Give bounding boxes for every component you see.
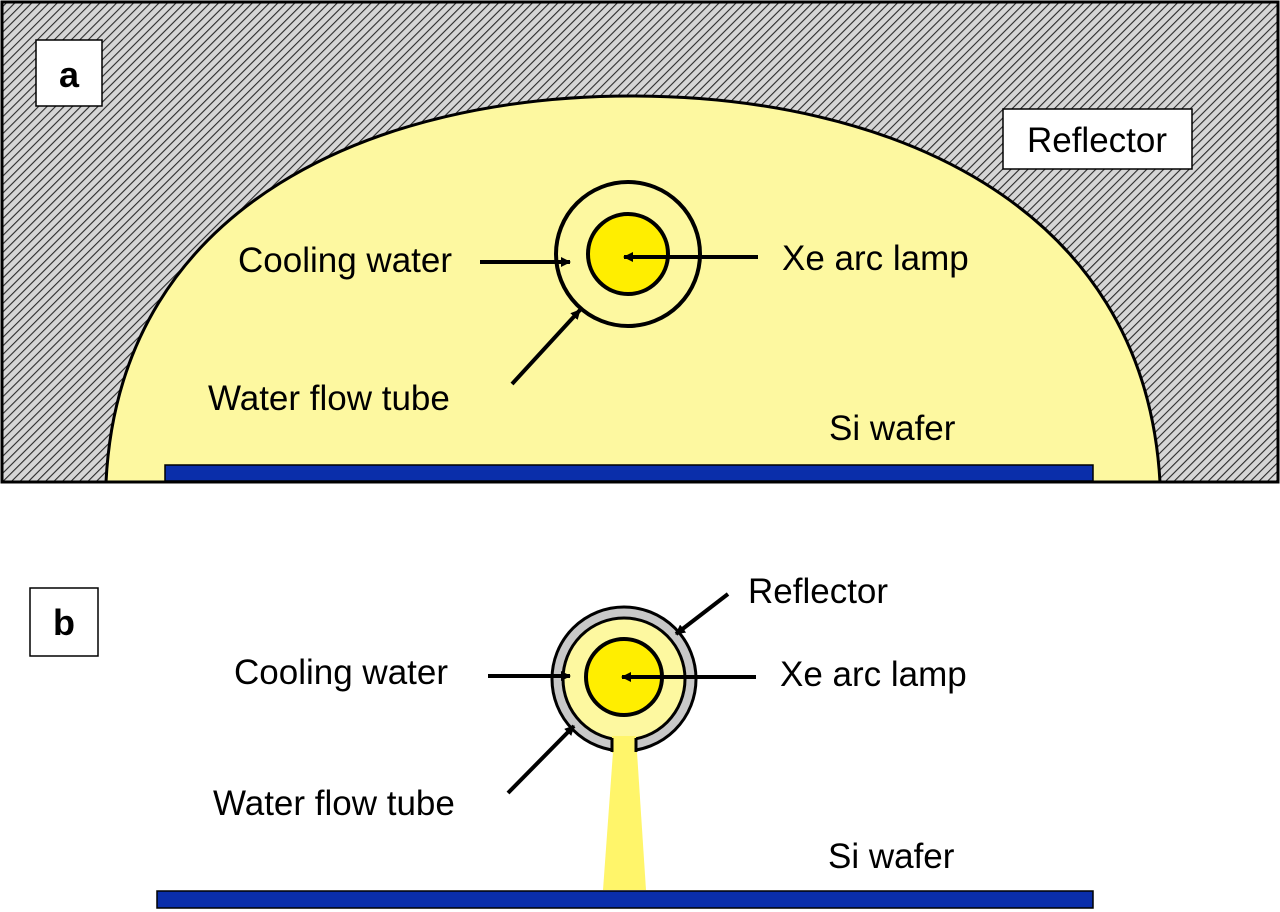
water-flow-tube-label-a: Water flow tube: [208, 379, 450, 418]
reflector-gap-b: [612, 736, 636, 753]
water-flow-tube-label-b: Water flow tube: [213, 784, 455, 823]
panel-letter-box-b: [29, 587, 99, 657]
si-wafer-label-b: Si wafer: [828, 837, 955, 876]
cooling-water-label-a: Cooling water: [238, 241, 452, 280]
light-beam-b: [603, 752, 646, 890]
water-flow-tube-arrow-a: [510, 308, 582, 386]
si-wafer-b: [156, 890, 1094, 909]
reflector-label-box-a: [1002, 108, 1193, 170]
xe-arc-lamp-label-b: Xe arc lamp: [780, 655, 967, 694]
reflector-label-b: Reflector: [748, 572, 888, 611]
xe-arc-lamp-a: [586, 212, 670, 296]
panel-letter-b: b: [53, 602, 75, 643]
xe-arc-lamp-label-a: Xe arc lamp: [782, 239, 969, 278]
water-flow-tube-arrow-b: [506, 724, 576, 795]
panel-letter-box-a: [35, 39, 103, 107]
si-wafer-label-a: Si wafer: [829, 409, 956, 448]
panel-letter-a: a: [59, 54, 80, 95]
cooling-water-label-b: Cooling water: [234, 653, 448, 692]
panel-a: a Reflector Cooling water Xe arc lamp Wa…: [0, 0, 1280, 484]
si-wafer-a: [164, 464, 1094, 482]
panel-b: b Reflector Cooling water Xe arc lamp Wa…: [29, 572, 1094, 909]
reflector-arrow-b: [674, 592, 730, 636]
reflector-label-a: Reflector: [1027, 121, 1167, 160]
